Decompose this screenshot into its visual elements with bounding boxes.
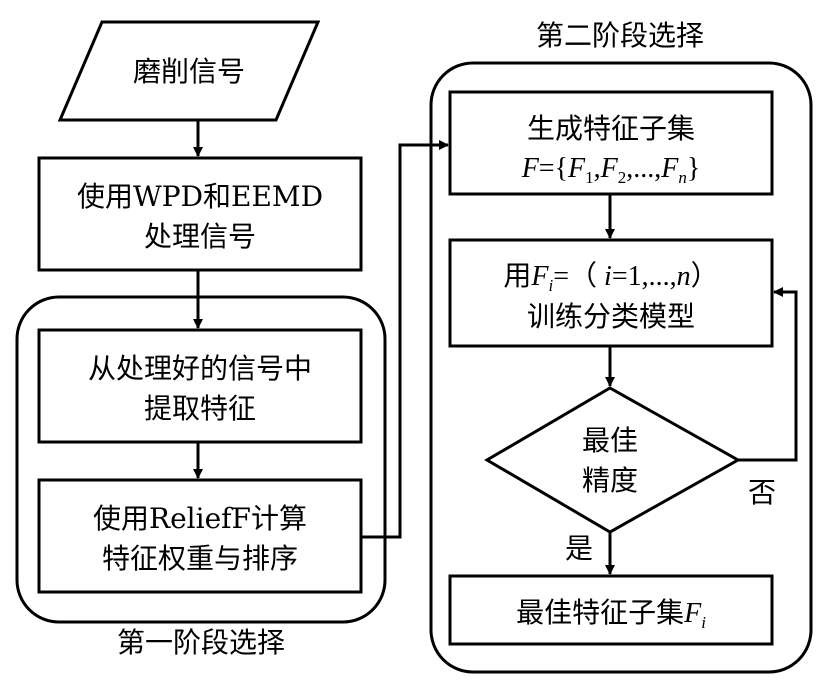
process-box-relieff <box>37 478 363 594</box>
arrow-relieff-to-generate <box>361 140 449 539</box>
input-parallelogram <box>57 20 321 122</box>
train-line1: 用Fi=（ i=1,...,n） <box>503 259 718 295</box>
no-label: 否 <box>748 476 776 509</box>
process-relieff-line1: 使用ReliefF计算 <box>93 502 307 535</box>
process-box-wpd-eemd <box>37 156 363 272</box>
decision-line1: 最佳 <box>582 424 638 457</box>
decision-diamond <box>484 386 742 534</box>
process-wpd-line2: 处理信号 <box>144 220 256 253</box>
process-box-extract <box>37 328 363 444</box>
process-extract-line1: 从处理好的信号中 <box>88 352 312 385</box>
best-subset-text: 最佳特征子集Fi <box>516 596 706 632</box>
arrow-decision-no-loop <box>738 287 798 462</box>
stage1-label: 第一阶段选择 <box>117 626 285 659</box>
stage2-label: 第二阶段选择 <box>536 19 704 52</box>
process-wpd-line1: 使用WPD和EEMD <box>77 180 323 213</box>
yes-label: 是 <box>565 532 593 565</box>
process-relieff-line2: 特征权重与排序 <box>102 542 298 575</box>
stage1-container <box>15 295 387 624</box>
train-line2: 训练分类模型 <box>527 300 695 333</box>
input-label: 磨削信号 <box>133 55 245 88</box>
decision-line2: 精度 <box>582 464 638 497</box>
stage2-container <box>429 61 813 674</box>
process-extract-line2: 提取特征 <box>144 392 256 425</box>
generate-formula: F={F1,F2,...,Fn} <box>521 153 701 187</box>
process-box-train <box>448 238 774 348</box>
generate-line1: 生成特征子集 <box>527 112 695 145</box>
process-box-best-subset <box>448 574 774 646</box>
